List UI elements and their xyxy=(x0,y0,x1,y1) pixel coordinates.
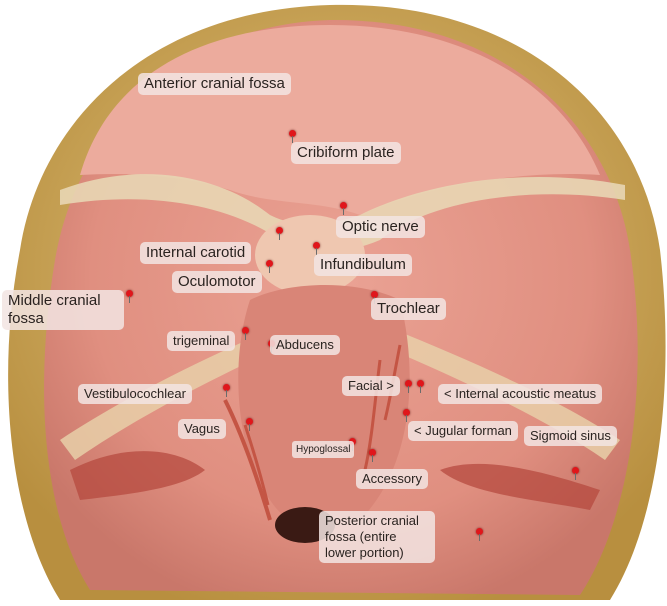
label-trigeminal: trigeminal xyxy=(167,331,236,351)
pin-oculomotor xyxy=(266,260,273,273)
pin-optic xyxy=(340,202,347,215)
pin-facial xyxy=(405,380,412,393)
label-internal-acoustic-meatus: < Internal acoustic meatus xyxy=(438,384,603,404)
pin-sigmoid xyxy=(572,467,579,480)
pin-posterior-fossa xyxy=(476,528,483,541)
pin-vagus xyxy=(246,418,253,431)
pin-trochlear xyxy=(371,291,378,304)
pin-jugular xyxy=(403,409,410,422)
label-middle-cranial-fossa: Middle cranial fossa xyxy=(2,290,124,330)
pin-trigeminal xyxy=(242,327,249,340)
label-posterior-cranial-fossa: Posterior cranial fossa (entire lower po… xyxy=(319,511,435,563)
label-internal-carotid: Internal carotid xyxy=(140,242,252,264)
pin-internal-carotid xyxy=(276,227,283,240)
label-optic-nerve: Optic nerve xyxy=(336,216,425,238)
label-sigmoid-sinus: Sigmoid sinus xyxy=(524,426,617,446)
pin-infundibulum xyxy=(313,242,320,255)
label-anterior-cranial-fossa: Anterior cranial fossa xyxy=(138,73,291,95)
label-infundibulum: Infundibulum xyxy=(314,254,412,276)
pin-internal-acoustic xyxy=(417,380,424,393)
label-accessory: Accessory xyxy=(356,469,428,489)
label-trochlear: Trochlear xyxy=(371,298,446,320)
label-oculomotor: Oculomotor xyxy=(172,271,262,293)
label-cribiform-plate: Cribiform plate xyxy=(291,142,401,164)
pin-middle-fossa xyxy=(126,290,133,303)
label-abducens: Abducens xyxy=(270,335,340,355)
label-vestibulocochlear: Vestibulocochlear xyxy=(78,384,192,404)
label-facial: Facial > xyxy=(342,376,400,396)
label-jugular-foramen: < Jugular forman xyxy=(408,421,518,441)
pin-accessory xyxy=(369,449,376,462)
label-vagus: Vagus xyxy=(178,419,226,439)
pin-cribiform xyxy=(289,130,296,143)
pin-vestibulocochlear xyxy=(223,384,230,397)
label-hypoglossal: Hypoglossal xyxy=(292,441,355,458)
